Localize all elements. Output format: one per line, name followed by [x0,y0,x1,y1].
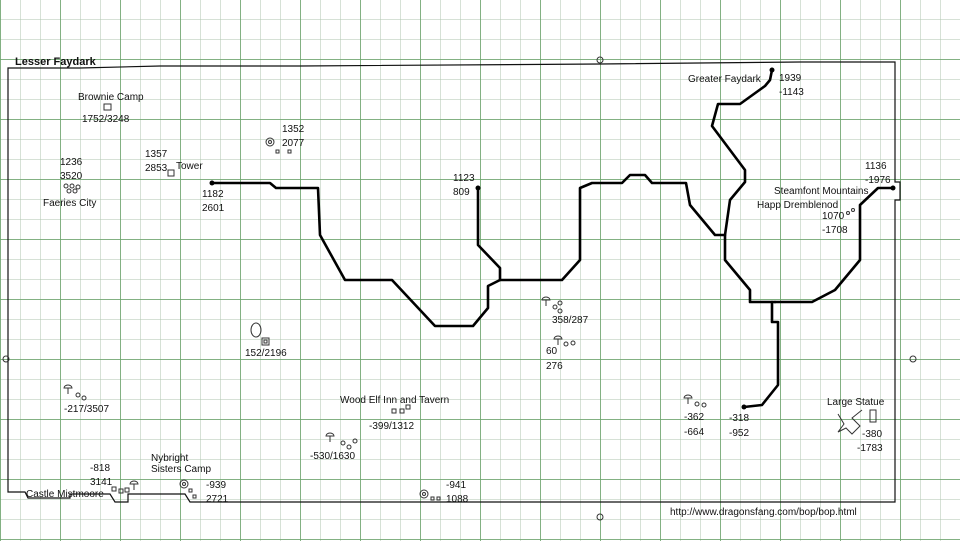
edge-markers [2,56,917,521]
camp-941-x: -941 [446,480,467,491]
mistmoore-x: -818 [90,463,111,474]
nybright-x: -939 [206,480,227,491]
road-endpoints [209,67,896,410]
camp-60-x: 60 [546,346,558,357]
camp-941-y: 1088 [446,494,469,505]
road-greater-faydark [710,68,777,304]
road-steamfont [773,186,895,304]
camp-941-icon [419,489,441,501]
road-south [742,300,780,409]
west-camp-icon [250,322,270,346]
brownie-camp-label[interactable]: Brownie Camp [78,92,144,103]
faeries-coord-x: 1236 [60,157,83,168]
happ-x: 1070 [822,211,845,222]
road-mid-x: 1123 [453,173,475,184]
camp-362-icon [683,394,707,408]
nybright-y: 2721 [206,494,229,505]
inn-icon [391,404,411,414]
happ-icon [846,208,855,215]
statue-x: -380 [862,429,883,440]
nybright-label-1[interactable]: Nybright [151,453,189,464]
endpoint-greater-faydark [769,67,775,73]
camp-1352-y: 2077 [282,138,305,149]
castle-mistmoore-label[interactable]: Castle Mistmoore [26,489,104,500]
camp-217-icon [63,384,87,401]
road-south-x: -318 [729,413,750,424]
inn-coords: -399/1312 [369,421,415,432]
camp-217-coords: -217/3507 [64,404,110,415]
tower-icon [167,169,175,177]
camp-530-coords: -530/1630 [310,451,356,462]
large-statue-label[interactable]: Large Statue [827,397,885,408]
tower-coord-y: 2853 [145,163,168,174]
road-west [210,173,727,328]
road-north-spur [476,186,502,282]
nybright-label-2[interactable]: Sisters Camp [151,464,212,475]
tower-coord-x: 1357 [145,149,168,160]
camp-362-x: -362 [684,412,705,423]
road-start-y: 2601 [202,203,225,214]
brownie-camp-icon [103,103,112,111]
west-camp-coords: 152/2196 [245,348,287,359]
statue-y: -1783 [857,443,883,454]
endpoint-north [475,185,481,191]
steamfont-y: -1976 [865,175,891,186]
nybright-camp-icon [179,479,197,499]
road-south-y: -952 [729,428,750,439]
camp-60-icon [553,335,576,347]
camp-362-y: -664 [684,427,705,438]
tower-label[interactable]: Tower [176,161,203,172]
camp-1352-icon [265,137,292,154]
faeries-coord-y: 3520 [60,171,83,182]
camp-530-icon [325,432,358,450]
road-start-x: 1182 [202,189,224,200]
mistmoore-camp-icon [111,480,139,494]
road-mid-y: 809 [453,187,470,198]
faeries-city-label[interactable]: Faeries City [43,198,97,209]
map-title: Lesser Faydark [15,56,96,68]
greater-faydark-label[interactable]: Greater Faydark [688,74,761,85]
road-network [210,68,895,409]
endpoint-west [209,180,215,186]
mistmoore-y: 3141 [90,477,113,488]
large-statue-icon [837,409,877,435]
camp-1352-x: 1352 [282,124,305,135]
camp-60-y: 276 [546,361,563,372]
faeries-city-icon [63,183,81,194]
camp-358-icon [541,296,563,314]
inn-label[interactable]: Wood Elf Inn and Tavern [340,395,450,406]
steamfont-x: 1136 [865,161,887,172]
source-url[interactable]: http://www.dragonsfang.com/bop/bop.html [670,507,857,518]
zone-boundary [7,61,901,503]
happ-y: -1708 [822,225,848,236]
greater-faydark-x: 1939 [779,73,802,84]
endpoint-steamfont [890,185,896,191]
endpoint-south [741,404,747,410]
steamfont-label[interactable]: Steamfont Mountains [774,186,869,197]
camp-358-coords: 358/287 [552,315,589,326]
happ-label[interactable]: Happ Dremblenod [757,200,839,211]
greater-faydark-y: -1143 [779,87,804,98]
brownie-camp-coords: 1752/3248 [82,114,130,125]
